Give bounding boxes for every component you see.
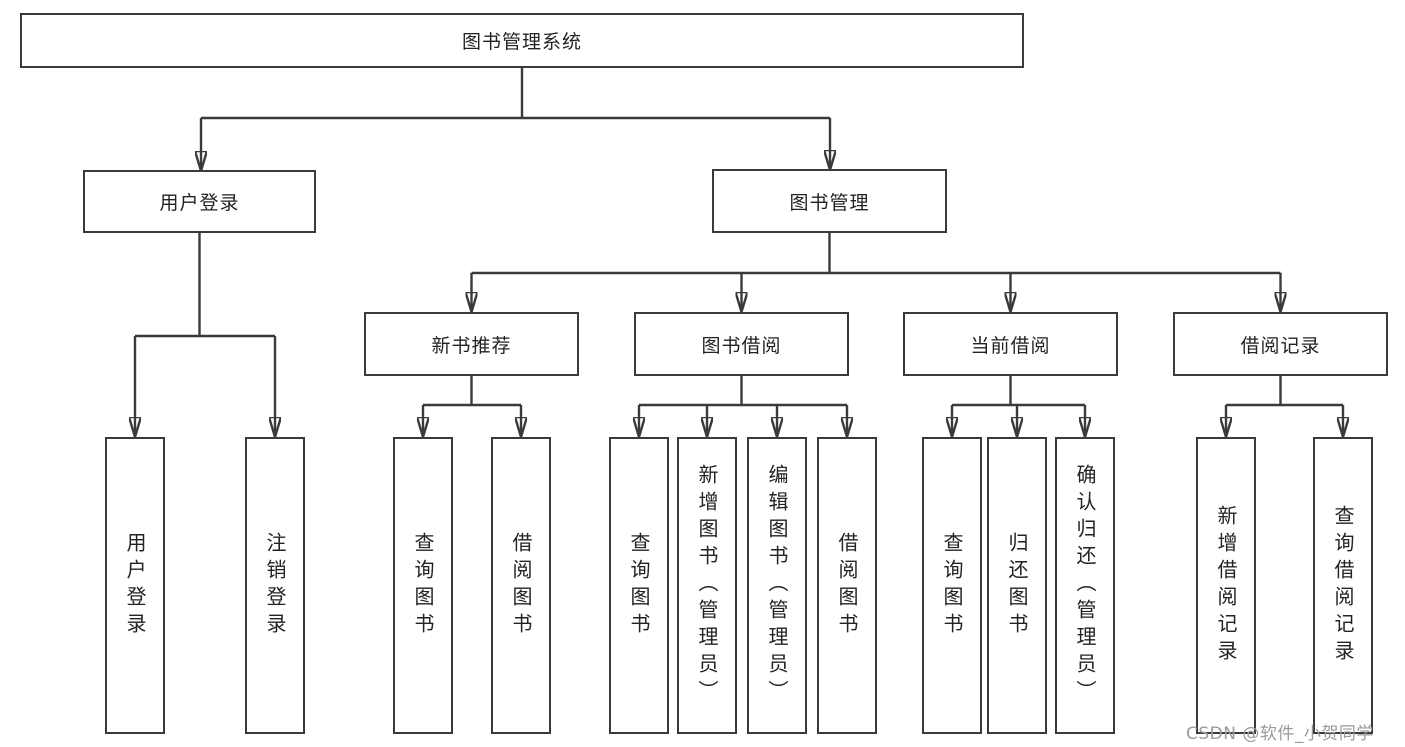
leaf-query-borrow-record-label: 查询借阅记录 [1331,504,1355,667]
leaf-add-book-admin-label: 新增图书（管理员） [695,464,719,707]
node-borrow-records: 借阅记录 [1173,312,1388,376]
leaf-current-query-books: 查询图书 [922,437,982,734]
node-current-borrowing-label: 当前借阅 [970,334,1051,357]
leaf-logout: 注销登录 [245,437,305,734]
leaf-borrowing-query-books: 查询图书 [609,437,669,734]
leaf-user-login-label: 用户登录 [123,531,147,640]
leaf-recommend-borrow-books-label: 借阅图书 [509,531,533,640]
leaf-add-borrow-record-label: 新增借阅记录 [1214,504,1238,667]
leaf-edit-book-admin-label: 编辑图书（管理员） [765,464,789,707]
node-system-root-label: 图书管理系统 [461,31,582,53]
leaf-add-book-admin: 新增图书（管理员） [677,437,737,734]
csdn-watermark: CSDN @软件_小贺同学 [1186,724,1374,744]
leaf-recommend-borrow-books: 借阅图书 [491,437,551,734]
leaf-logout-label: 注销登录 [263,531,287,640]
leaf-recommend-query-books: 查询图书 [393,437,453,734]
leaf-borrowing-borrow-books-label: 借阅图书 [835,531,859,640]
node-book-borrowing: 图书借阅 [634,312,849,376]
leaf-add-borrow-record: 新增借阅记录 [1196,437,1256,734]
leaf-return-book-label: 归还图书 [1005,531,1029,640]
leaf-borrowing-query-books-label: 查询图书 [627,531,651,640]
leaf-confirm-return-admin-label: 确认归还（管理员） [1073,464,1097,707]
leaf-edit-book-admin: 编辑图书（管理员） [747,437,807,734]
node-book-management: 图书管理 [712,169,947,233]
node-new-book-recommend: 新书推荐 [364,312,579,376]
leaf-current-query-books-label: 查询图书 [940,531,964,640]
node-borrow-records-label: 借阅记录 [1240,334,1321,357]
node-book-management-label: 图书管理 [789,191,870,214]
leaf-return-book: 归还图书 [987,437,1047,734]
leaf-user-login: 用户登录 [105,437,165,734]
node-user-login-label: 用户登录 [159,192,240,214]
node-user-login: 用户登录 [83,170,316,233]
node-system-root: 图书管理系统 [20,13,1024,68]
leaf-query-borrow-record: 查询借阅记录 [1313,437,1373,734]
node-book-borrowing-label: 图书借阅 [701,334,782,357]
node-new-book-recommend-label: 新书推荐 [431,334,512,357]
leaf-borrowing-borrow-books: 借阅图书 [817,437,877,734]
leaf-recommend-query-books-label: 查询图书 [411,531,435,640]
node-current-borrowing: 当前借阅 [903,312,1118,376]
leaf-confirm-return-admin: 确认归还（管理员） [1055,437,1115,734]
